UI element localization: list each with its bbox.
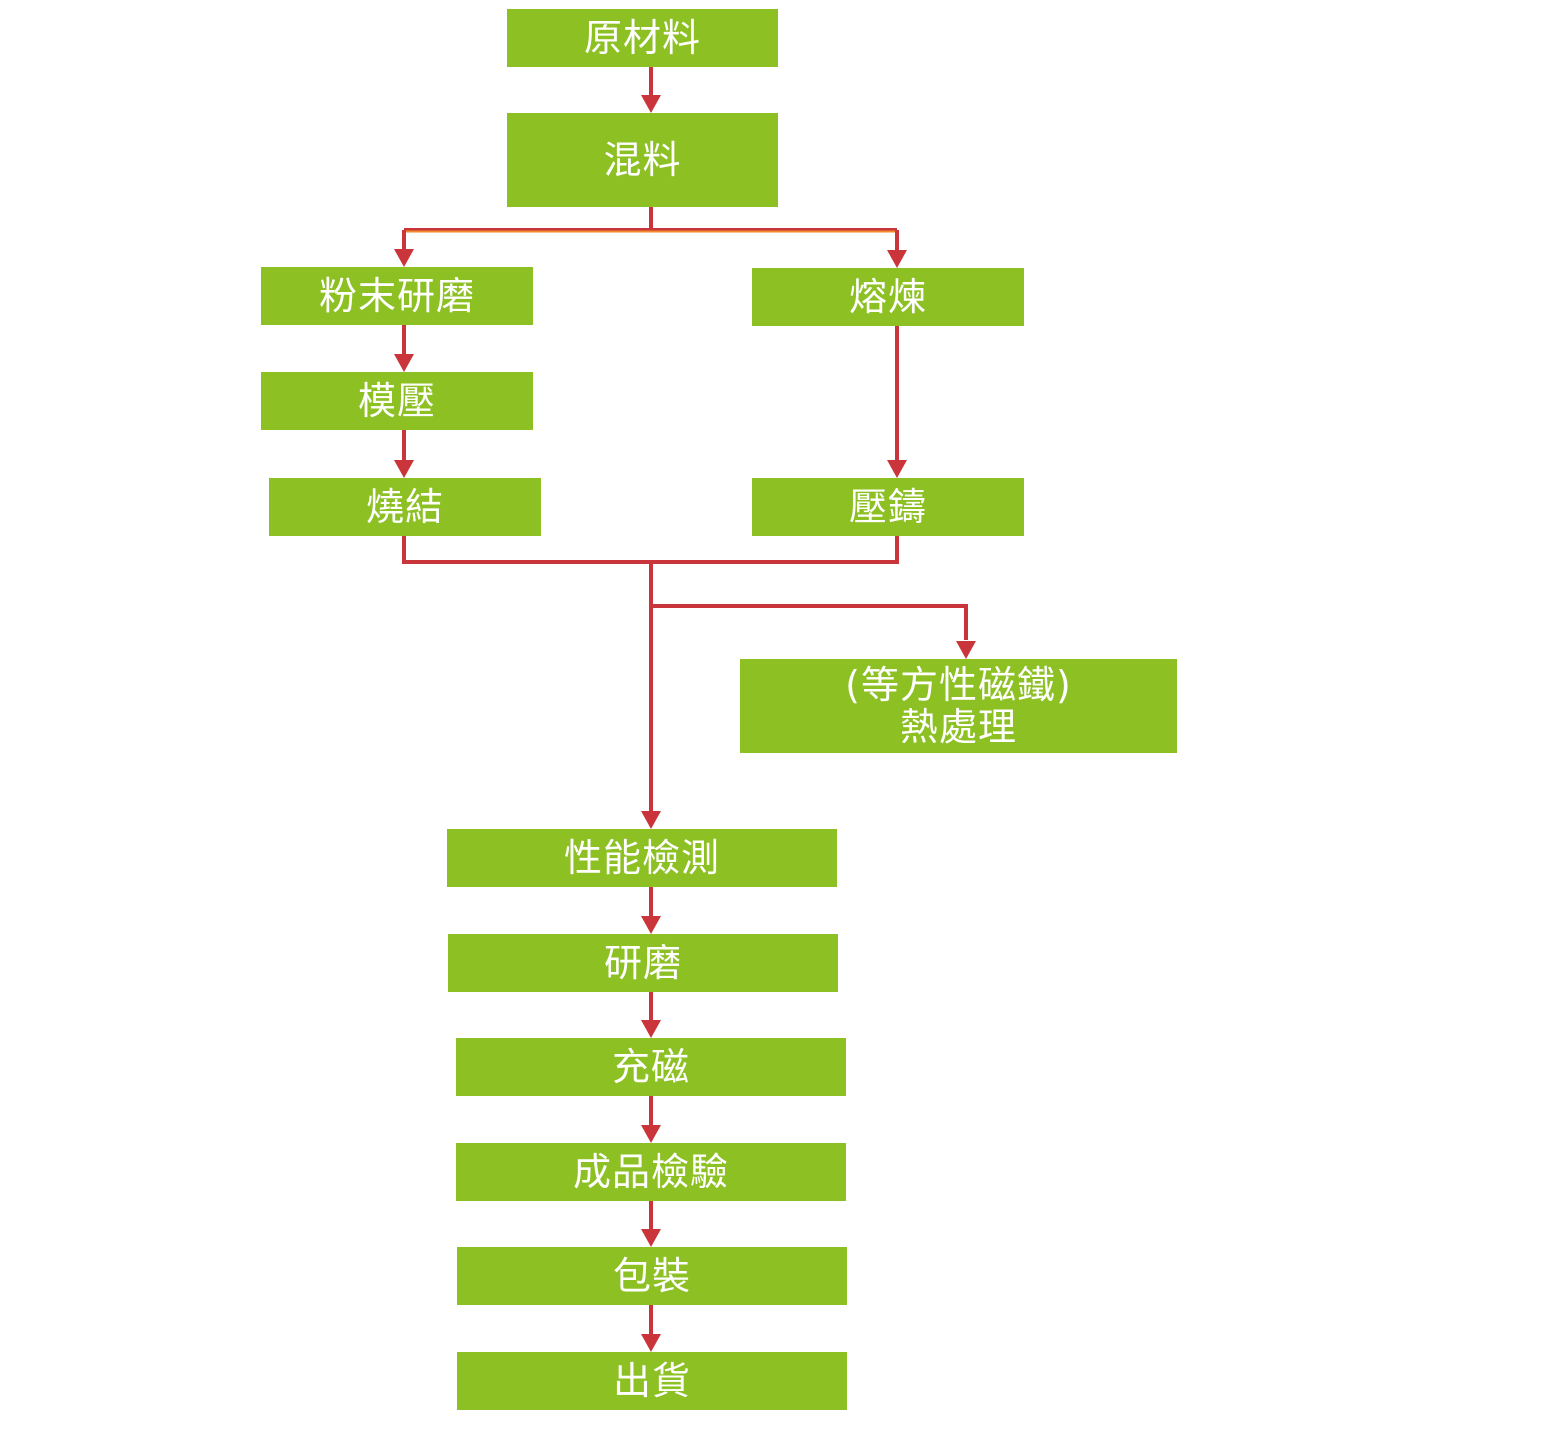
node-label: 混料 [603, 138, 682, 182]
node-label: 性能檢測 [563, 836, 720, 880]
edge-molding-to-sintering-head [394, 460, 414, 478]
node-packaging: 包裝 [457, 1247, 847, 1305]
edge-merge-to-heat-treatment [651, 604, 968, 640]
edge-magnetizing-to-final-inspection-head [641, 1125, 661, 1143]
edge-mixing-to-powder-grinding-head [394, 249, 414, 267]
node-smelting: 熔煉 [752, 268, 1024, 326]
node-label: 成品檢驗 [572, 1150, 729, 1194]
edge-merge [402, 536, 899, 564]
node-label: 燒結 [365, 485, 444, 529]
node-shipping: 出貨 [457, 1352, 847, 1410]
edge-raw-material-to-mixing-head [641, 95, 661, 113]
node-raw-material: 原材料 [507, 9, 778, 67]
node-magnetizing: 充磁 [456, 1038, 846, 1096]
node-die-casting: 壓鑄 [752, 478, 1024, 536]
node-label: 研磨 [603, 941, 682, 985]
node-label: 模壓 [357, 379, 436, 423]
node-sintering: 燒結 [269, 478, 541, 536]
node-mixing: 混料 [507, 113, 778, 207]
node-label: 粉末研磨 [318, 274, 475, 318]
node-label: 熔煉 [848, 275, 927, 319]
edge-merge-to-performance-test-head [641, 811, 661, 829]
node-heat-treatment: (等方性磁鐵) 熱處理 [740, 659, 1177, 753]
node-final-inspection: 成品檢驗 [456, 1143, 846, 1201]
edge-smelting-to-die-casting-head [887, 460, 907, 478]
node-label-line-1: (等方性磁鐵) [845, 663, 1072, 707]
node-molding: 模壓 [261, 372, 533, 430]
node-label: 出貨 [612, 1359, 691, 1403]
node-label: 包裝 [612, 1254, 691, 1298]
edge-mixing-to-smelting-head [887, 250, 907, 268]
edge-performance-test-to-grinding-head [641, 916, 661, 934]
node-label: 壓鑄 [848, 485, 927, 529]
node-grinding: 研磨 [448, 934, 838, 992]
node-performance-test: 性能檢測 [447, 829, 837, 887]
edge-final-inspection-to-packaging-head [641, 1229, 661, 1247]
edge-powder-grinding-to-molding-head [394, 354, 414, 372]
edge-merge-to-heat-treatment-head [956, 641, 976, 659]
node-label: 充磁 [611, 1045, 690, 1089]
node-powder-grinding: 粉末研磨 [261, 267, 533, 325]
node-label-line-2: 熱處理 [899, 705, 1017, 749]
node-label: 原材料 [583, 16, 701, 60]
edge-grinding-to-magnetizing-head [641, 1020, 661, 1038]
edge-packaging-to-shipping-head [641, 1334, 661, 1352]
